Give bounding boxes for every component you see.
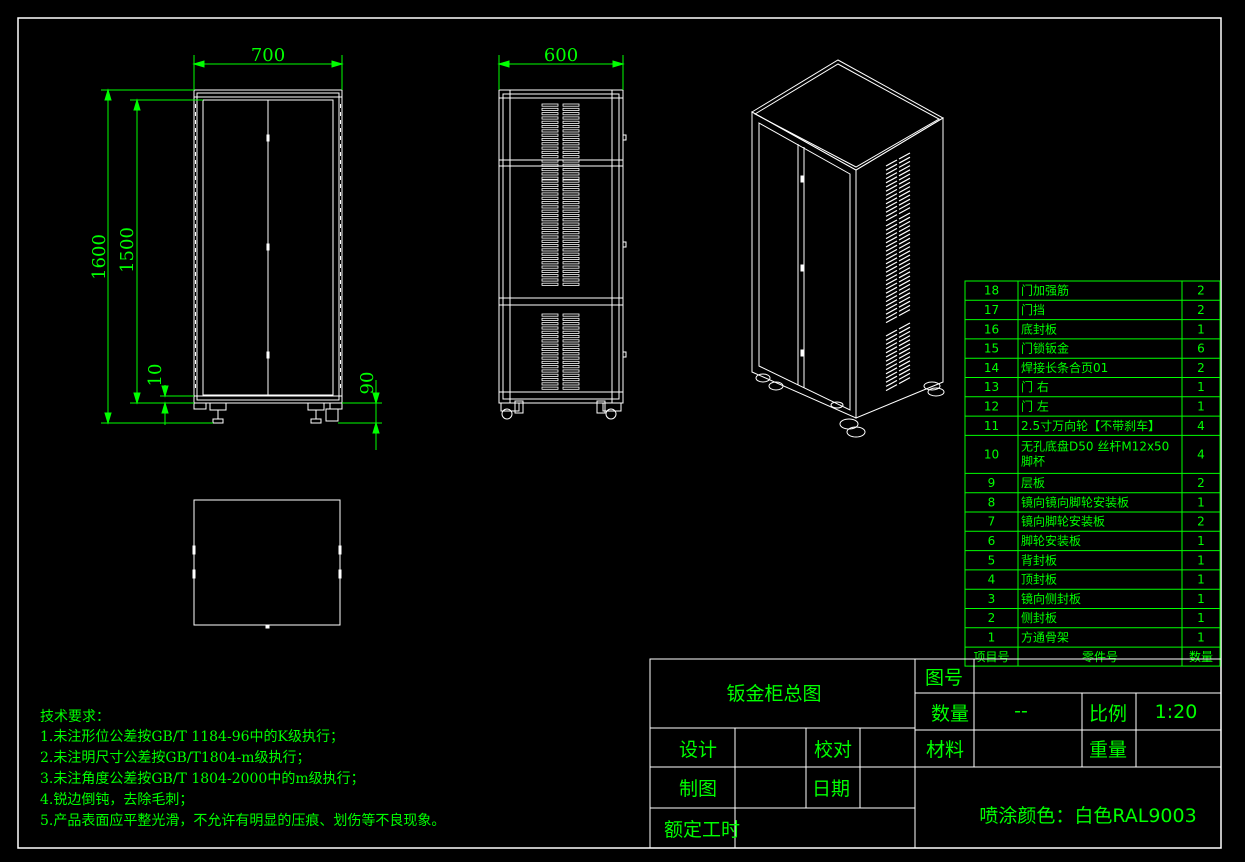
bom-row-name: 2.5寸万向轮【不带刹车】 <box>1021 418 1160 433</box>
design-label: 设计 <box>679 739 717 761</box>
bom-row-name: 侧封板 <box>1021 611 1057 625</box>
bom-row-qty: 1 <box>1197 534 1205 548</box>
bom-row-name-cont: 脚杯 <box>1021 453 1045 468</box>
bom-row-qty: 1 <box>1197 630 1205 644</box>
dim-700: 700 <box>251 45 285 66</box>
bom-row-qty: 2 <box>1197 515 1205 529</box>
bom-row-qty: 2 <box>1197 361 1205 375</box>
tech-note-2: 2.未注明尺寸公差按GB/T1804-m级执行； <box>40 750 311 766</box>
check-label: 校对 <box>814 739 852 761</box>
bom-row-no: 16 <box>984 322 999 336</box>
bom-row-qty: 1 <box>1197 495 1205 509</box>
top-view <box>192 499 342 629</box>
tech-notes-heading: 技术要求： <box>40 709 110 725</box>
dimension-lines <box>101 55 625 450</box>
bom-row-no: 1 <box>988 630 996 644</box>
tech-note-1: 1.未注形位公差按GB/T 1184-96中的K级执行； <box>40 729 344 745</box>
date-label: 日期 <box>812 778 850 800</box>
bom-row-qty: 2 <box>1197 284 1205 298</box>
dim-10: 10 <box>145 364 166 387</box>
bom-row-name: 背封板 <box>1021 553 1057 567</box>
bom-row-qty: 1 <box>1197 573 1205 587</box>
bom-row-qty: 4 <box>1197 447 1205 461</box>
front-view <box>193 89 343 424</box>
material-label: 材料 <box>926 739 964 761</box>
tech-note-5: 5.产品表面应平整光滑，不允许有明显的压痕、划伤等不良现象。 <box>40 812 445 829</box>
dim-1600: 1600 <box>89 234 110 280</box>
iso-view <box>751 59 945 438</box>
bom-row-no: 13 <box>984 380 999 394</box>
bom-row-no: 15 <box>984 342 999 356</box>
bom-row-qty: 2 <box>1197 476 1205 490</box>
bom-row-no: 2 <box>988 611 996 625</box>
bom-row-name: 无孔底盘D50 丝杆M12x50 <box>1021 438 1169 453</box>
bom-row-name: 镜向脚轮安装板 <box>1021 514 1105 529</box>
scale-value: 1:20 <box>1155 701 1198 723</box>
bom-row-no: 17 <box>984 303 999 317</box>
bom-row-no: 14 <box>984 361 999 375</box>
bom-row-name: 脚轮安装板 <box>1021 533 1081 548</box>
bom-row-name: 门 左 <box>1021 398 1049 413</box>
side-view <box>498 89 627 420</box>
tech-note-3: 3.未注角度公差按GB/T 1804-2000中的m级执行； <box>40 771 365 787</box>
bom-header-2: 数量 <box>1189 649 1213 664</box>
bom-row-qty: 1 <box>1197 380 1205 394</box>
bom-row-name: 门加强筋 <box>1021 283 1069 298</box>
dim-1500: 1500 <box>117 227 138 273</box>
bom-row-name: 层板 <box>1021 476 1045 490</box>
bom-row-qty: 2 <box>1197 303 1205 317</box>
drawing-title: 钣金柜总图 <box>726 683 821 705</box>
bom-row-name: 方通骨架 <box>1021 629 1069 644</box>
title-block <box>649 658 1222 849</box>
bom-row-qty: 1 <box>1197 553 1205 567</box>
bom-row-no: 3 <box>988 592 996 606</box>
weight-label: 重量 <box>1089 739 1127 761</box>
bom-row-no: 18 <box>984 284 999 298</box>
bom-row-name: 镜向侧封板 <box>1021 591 1081 606</box>
bom-row-name: 门挡 <box>1021 302 1045 317</box>
bom-row-no: 9 <box>988 476 996 490</box>
drawing-no-label: 图号 <box>925 667 963 689</box>
bom-row-qty: 1 <box>1197 399 1205 413</box>
bom-row-no: 7 <box>988 515 996 529</box>
bom-header-1: 零件号 <box>1082 650 1118 664</box>
scale-label: 比例 <box>1089 703 1127 725</box>
worktime-label: 额定工时 <box>664 819 740 841</box>
bom-row-name: 镜向镜向脚轮安装板 <box>1021 494 1129 509</box>
dim-600: 600 <box>544 45 578 66</box>
quantity-label: 数量 <box>931 703 969 725</box>
bom-row-no: 12 <box>984 399 999 413</box>
tech-note-4: 4.锐边倒钝，去除毛刺； <box>40 792 193 808</box>
bom-row-no: 6 <box>988 534 996 548</box>
bom-row-qty: 4 <box>1197 419 1205 433</box>
draw-label: 制图 <box>679 778 717 800</box>
drawing-frame <box>17 17 1222 849</box>
bom-header-0: 项目号 <box>973 650 1009 664</box>
dim-90: 90 <box>357 372 378 395</box>
paint-note: 喷涂颜色：白色RAL9003 <box>979 805 1196 827</box>
bom-row-name: 焊接长条合页01 <box>1021 360 1108 375</box>
bom-row-qty: 1 <box>1197 592 1205 606</box>
quantity-value: -- <box>1014 700 1028 722</box>
bom-row-no: 4 <box>988 573 996 587</box>
bom-row-no: 10 <box>984 447 999 461</box>
bom-row-qty: 1 <box>1197 322 1205 336</box>
bom-row-name: 顶封板 <box>1021 573 1057 587</box>
bom-row-no: 8 <box>988 495 996 509</box>
bom-row-name: 门锁钣金 <box>1021 341 1069 356</box>
bom-row-name: 门 右 <box>1021 379 1049 394</box>
bom-row-qty: 6 <box>1197 342 1205 356</box>
bom-row-no: 11 <box>984 419 999 433</box>
bom-row-qty: 1 <box>1197 611 1205 625</box>
bom-row-name: 底封板 <box>1021 321 1057 336</box>
bom-row-no: 5 <box>988 553 996 567</box>
